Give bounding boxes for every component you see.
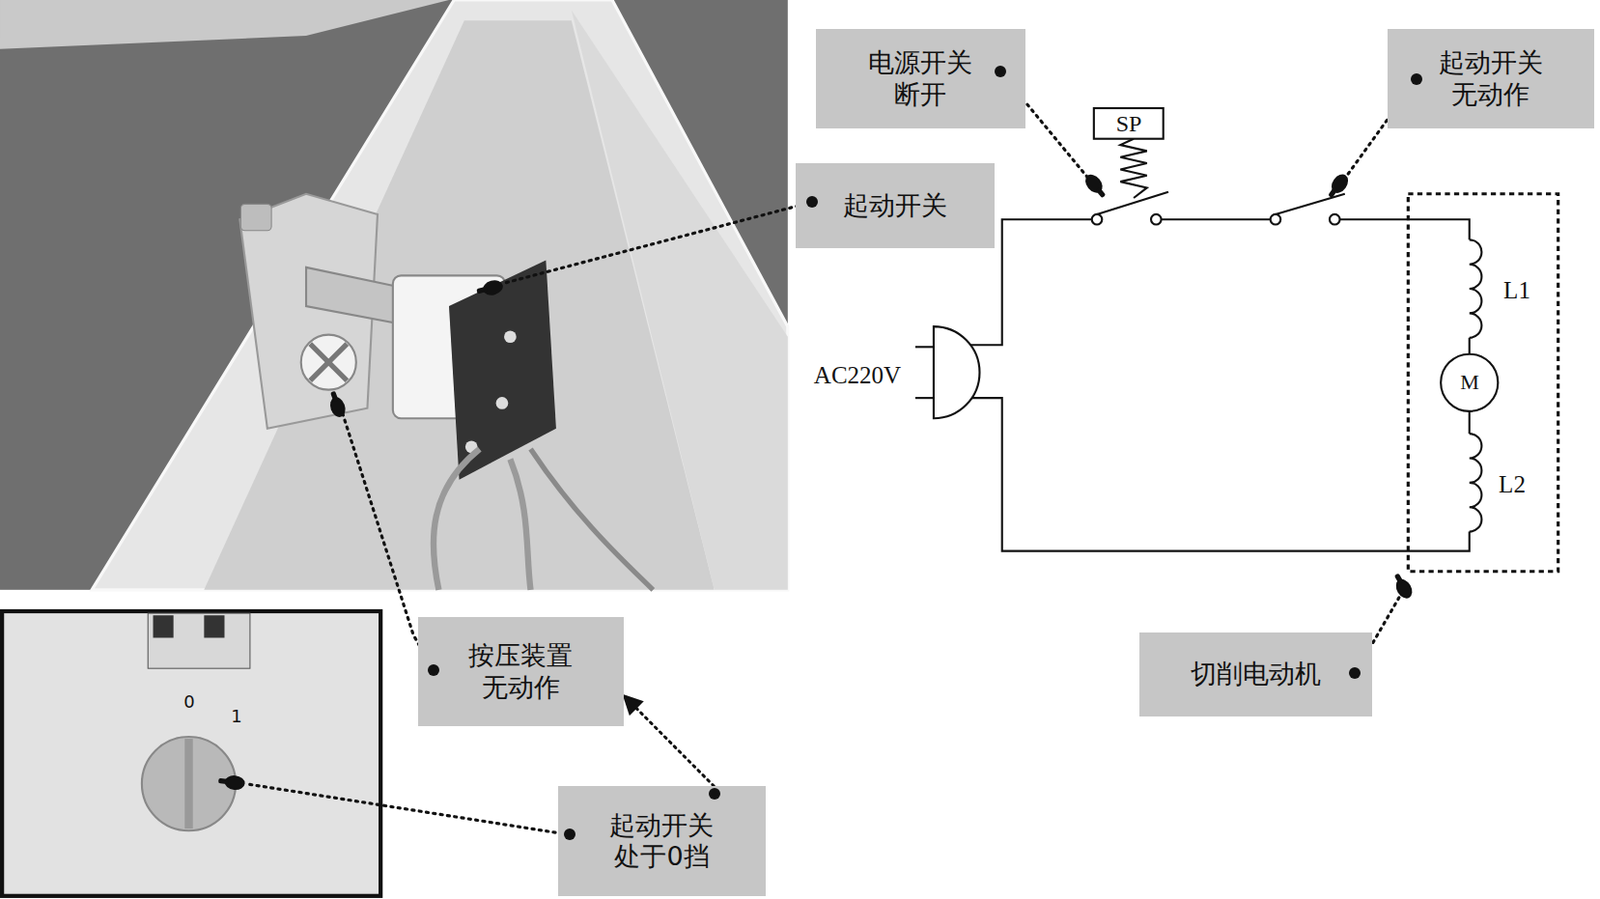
photo-ground (0, 0, 788, 590)
switch-shaft (306, 267, 403, 325)
contact (1092, 214, 1103, 225)
text-stack: 按压装置 无动作 (452, 640, 589, 703)
wire (1468, 411, 1471, 434)
leader-line (245, 784, 570, 836)
cross-line (309, 343, 347, 381)
callout-dot (994, 65, 1007, 78)
callout-box: 起动开关 处于0挡 (558, 785, 766, 897)
callout-text: 按压装置 无动作 (452, 640, 589, 703)
product-photo (0, 0, 788, 590)
dial-knob (141, 736, 236, 831)
housing-shell (91, 0, 788, 590)
wire (433, 449, 480, 590)
housing-inner (203, 20, 714, 590)
callout-box: 切削电动机 (1139, 632, 1373, 717)
housing-panel (571, 10, 788, 590)
hand-pointer (1389, 570, 1416, 601)
hand-pointer (1324, 170, 1352, 201)
wire (1468, 337, 1471, 355)
motor-symbol (1440, 354, 1498, 412)
callout-dot (427, 664, 440, 676)
hand-pointer (1081, 170, 1110, 201)
callout-box: 起动开关 (795, 163, 995, 249)
sp-box (1094, 108, 1164, 140)
plug-prong (915, 396, 934, 399)
switch-lever (1096, 192, 1169, 215)
contact (1150, 214, 1162, 225)
circuit (915, 108, 1559, 572)
wire (1340, 219, 1470, 240)
switch-lever (1275, 194, 1346, 215)
spring-symbol (1120, 139, 1147, 198)
callout-dot (708, 787, 721, 800)
callout-box: 起动开关 无动作 (1387, 28, 1595, 129)
symbol-label: L2 (1498, 471, 1526, 499)
callout-text: 起动开关 (842, 190, 948, 222)
symbol-label: M (1459, 370, 1480, 394)
circuit-board (449, 259, 557, 479)
cross-line (309, 343, 347, 381)
motor-boundary (1407, 194, 1558, 572)
wire (509, 459, 531, 590)
cross-knob (301, 335, 357, 391)
callout-dot (1410, 73, 1423, 85)
symbol-label: AC220V (814, 362, 901, 390)
leader-lines (245, 71, 1417, 835)
hand-pointer (218, 774, 247, 791)
callout-dot (1348, 667, 1361, 679)
text-stack: 起动开关 (842, 190, 948, 222)
inset-slot (147, 613, 251, 669)
inset-frame (1, 611, 381, 897)
text-stack: 起动开关 处于0挡 (593, 810, 730, 873)
plug-prong (915, 345, 934, 348)
callout-dot (806, 196, 818, 208)
solder-point (496, 396, 509, 410)
plug-symbol (933, 326, 981, 419)
leader-line (502, 201, 813, 284)
symbol-label: SP (1116, 111, 1143, 137)
callout-text: 起动开关 无动作 (1423, 47, 1559, 111)
solder-point (504, 330, 517, 343)
text-stack: 电源开关 断开 (852, 47, 988, 111)
callout-text: 电源开关 断开 (852, 47, 988, 111)
hand-pointer (325, 389, 348, 420)
text-stack: 起动开关 无动作 (1423, 47, 1559, 111)
slot-tab (203, 615, 225, 638)
callout-box: 电源开关 断开 (815, 28, 1026, 129)
contact (1329, 214, 1341, 225)
text-stack: 切削电动机 (1190, 658, 1321, 690)
callout-text: 起动开关 处于0挡 (593, 810, 730, 873)
slot-tab (153, 615, 174, 638)
mount-pin (240, 203, 272, 230)
wire (1161, 218, 1271, 221)
callout-dot (563, 828, 576, 841)
contact (1270, 214, 1282, 225)
photo-ceiling (0, 0, 450, 50)
symbol-label: L1 (1503, 277, 1531, 305)
coil-symbol (1469, 239, 1483, 337)
callout-text: 切削电动机 (1190, 658, 1321, 690)
symbol-label: 0 (183, 692, 195, 712)
callout-box: 按压装置 无动作 (418, 617, 624, 727)
hand-pointer (475, 278, 505, 299)
symbol-label: 1 (230, 706, 242, 727)
leader-connector (623, 695, 714, 786)
wire (531, 449, 654, 590)
wire (971, 397, 1470, 552)
dial-groove (184, 738, 193, 829)
coil-symbol (1469, 433, 1483, 532)
inset-photo (1, 611, 381, 897)
